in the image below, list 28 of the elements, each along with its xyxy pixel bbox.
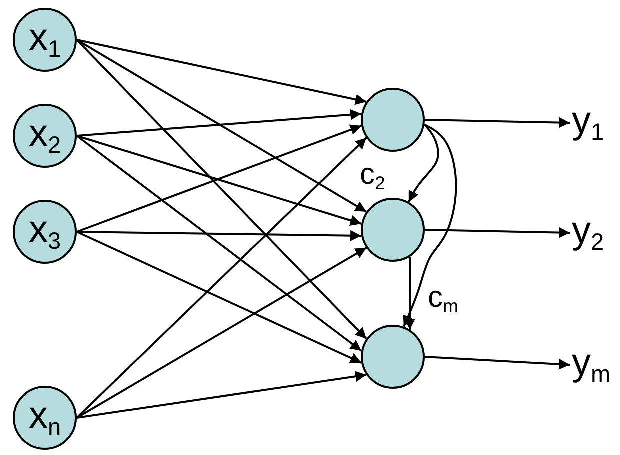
variable-label: x$_{2}$ [28,114,62,158]
neuron-circle [361,198,425,262]
variable-label: x$_{1}$ [28,18,62,62]
arrow [76,231,362,364]
arrow [404,257,416,330]
variable-label: x$_{3}$ [28,210,62,254]
arrow [424,356,570,370]
arrow [76,230,362,242]
arrow [76,135,362,352]
arrow [408,124,440,203]
edge-label: c$_{m}$ [428,283,458,316]
arrow [424,117,570,128]
arrow [76,137,368,419]
arrow [76,135,362,226]
arrow [76,39,367,106]
arrow [424,227,570,238]
output-label: y$_{2}$ [572,213,604,253]
arrow [76,124,362,233]
arrow [76,109,362,137]
arrow [76,371,367,419]
edge-label: c$_{2}$ [360,160,386,194]
arrow [76,247,368,419]
output-label: y$_{m}$ [572,345,611,385]
arrow [403,124,458,328]
variable-label: x$_{n}$ [28,396,62,440]
arrow [76,39,368,340]
arrow [76,39,368,213]
output-label: y$_{1}$ [572,103,604,143]
